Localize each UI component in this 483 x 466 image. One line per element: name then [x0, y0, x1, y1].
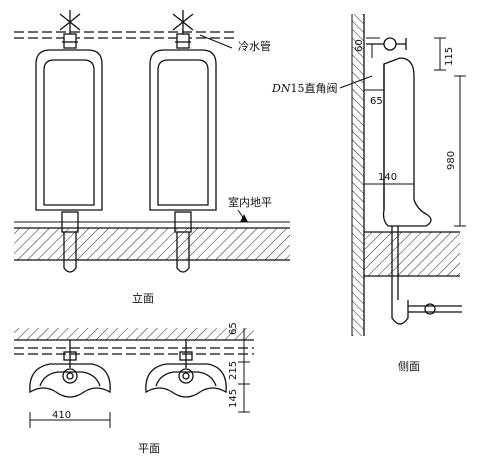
label-side-view: 侧面 [398, 360, 420, 373]
plan-wall-hatch [14, 328, 254, 340]
elevation-view [14, 10, 290, 273]
label-valve-prefix: DN [271, 82, 291, 95]
plan-view [14, 328, 254, 428]
dim-plan-wall: 65 [228, 322, 239, 335]
label-indoor-floor: 室内地平 [228, 195, 272, 209]
dim-side-depth: 140 [378, 172, 397, 183]
dim-side-top-right: 115 [444, 47, 455, 66]
side-wall-hatch [352, 14, 364, 336]
side-floor-hatch [364, 232, 460, 276]
dim-plan-bowl: 145 [228, 389, 239, 408]
label-plan-view: 平面 [138, 442, 160, 455]
dim-side-height: 980 [446, 151, 457, 170]
label-valve: DN15直角阀 [271, 81, 337, 95]
dim-side-top-left: 60 [354, 39, 365, 52]
side-urinal-body [382, 57, 432, 227]
plan-urinal-left [29, 340, 111, 398]
side-view [351, 14, 466, 336]
label-elevation-view: 立面 [132, 291, 154, 305]
floor-level-marker [240, 214, 248, 222]
valve-leader [339, 75, 373, 89]
label-valve-suffix: 15直角阀 [290, 81, 337, 95]
label-cold-water-pipe: 冷水管 [238, 39, 271, 53]
plan-urinal-right [145, 340, 227, 398]
side-trap [391, 300, 409, 325]
floor-slab-hatch [14, 228, 290, 260]
dim-side-valve-offset: 65 [370, 96, 383, 107]
dim-plan-width: 410 [52, 410, 71, 421]
pipe-leader [199, 34, 233, 49]
side-valve [383, 37, 397, 51]
dim-plan-depth: 215 [228, 361, 239, 380]
